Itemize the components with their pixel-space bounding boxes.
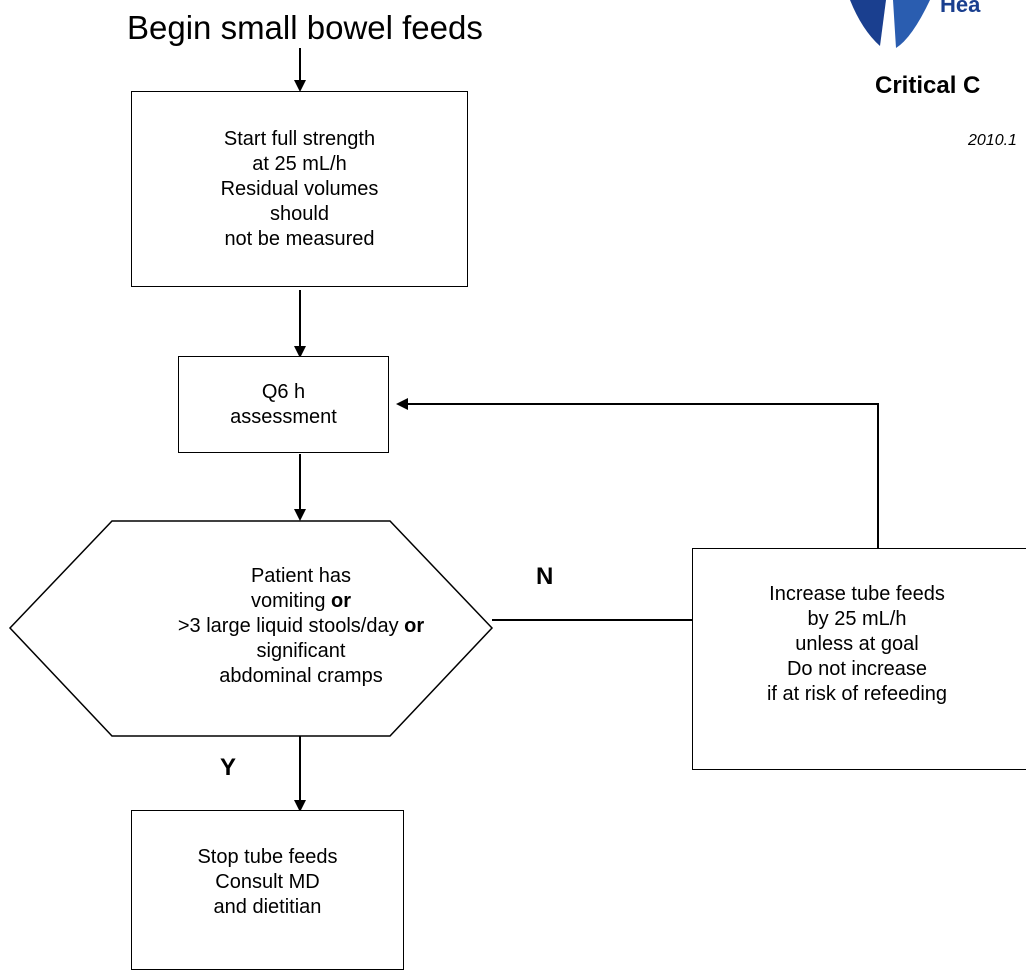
start-line: should bbox=[270, 202, 329, 225]
stop-line: and dietitian bbox=[213, 896, 322, 918]
page-title: Begin small bowel feeds bbox=[127, 9, 483, 46]
decision-shape bbox=[8, 520, 494, 737]
stop-line: Consult MD bbox=[215, 871, 320, 893]
logo-icon bbox=[850, 0, 930, 48]
date-partial: 2010.1 bbox=[968, 132, 1017, 149]
decision-line: >3 large liquid stools/day or bbox=[177, 615, 425, 637]
decision-line: abdominal cramps bbox=[219, 665, 383, 687]
decision-line: significant bbox=[256, 640, 346, 662]
increase-line: by 25 mL/h bbox=[807, 607, 907, 630]
stop-line: Stop tube feeds bbox=[197, 846, 338, 868]
increase-box: Increase tube feeds by 25 mL/h unless at… bbox=[692, 548, 1026, 770]
increase-line: Do not increase bbox=[786, 657, 928, 680]
decision-line: vomiting or bbox=[250, 590, 352, 612]
assessment-box: Q6 h assessment bbox=[178, 356, 389, 453]
increase-line: Increase tube feeds bbox=[769, 582, 945, 605]
stop-box: Stop tube feeds Consult MD and dietitian bbox=[131, 810, 404, 970]
department-title-partial: Critical C bbox=[875, 72, 981, 99]
assessment-line: Q6 h bbox=[261, 380, 306, 403]
arrow-increase-to-assessment bbox=[396, 398, 879, 548]
start-line: not be measured bbox=[224, 227, 375, 250]
start-line: at 25 mL/h bbox=[252, 152, 347, 175]
no-label: N bbox=[536, 563, 554, 590]
yes-label: Y bbox=[220, 754, 237, 781]
start-box: Start full strength at 25 mL/h Residual … bbox=[131, 91, 468, 287]
decision-text: Patient has vomiting or >3 large liquid … bbox=[60, 564, 542, 689]
start-line: Start full strength bbox=[223, 127, 376, 150]
assessment-line: assessment bbox=[230, 405, 337, 428]
start-line: Residual volumes bbox=[220, 177, 379, 200]
increase-line: if at risk of refeeding bbox=[766, 682, 948, 705]
increase-line: unless at goal bbox=[795, 632, 919, 655]
decision-line: Patient has bbox=[250, 565, 352, 587]
org-name-partial: Hea bbox=[940, 0, 981, 17]
